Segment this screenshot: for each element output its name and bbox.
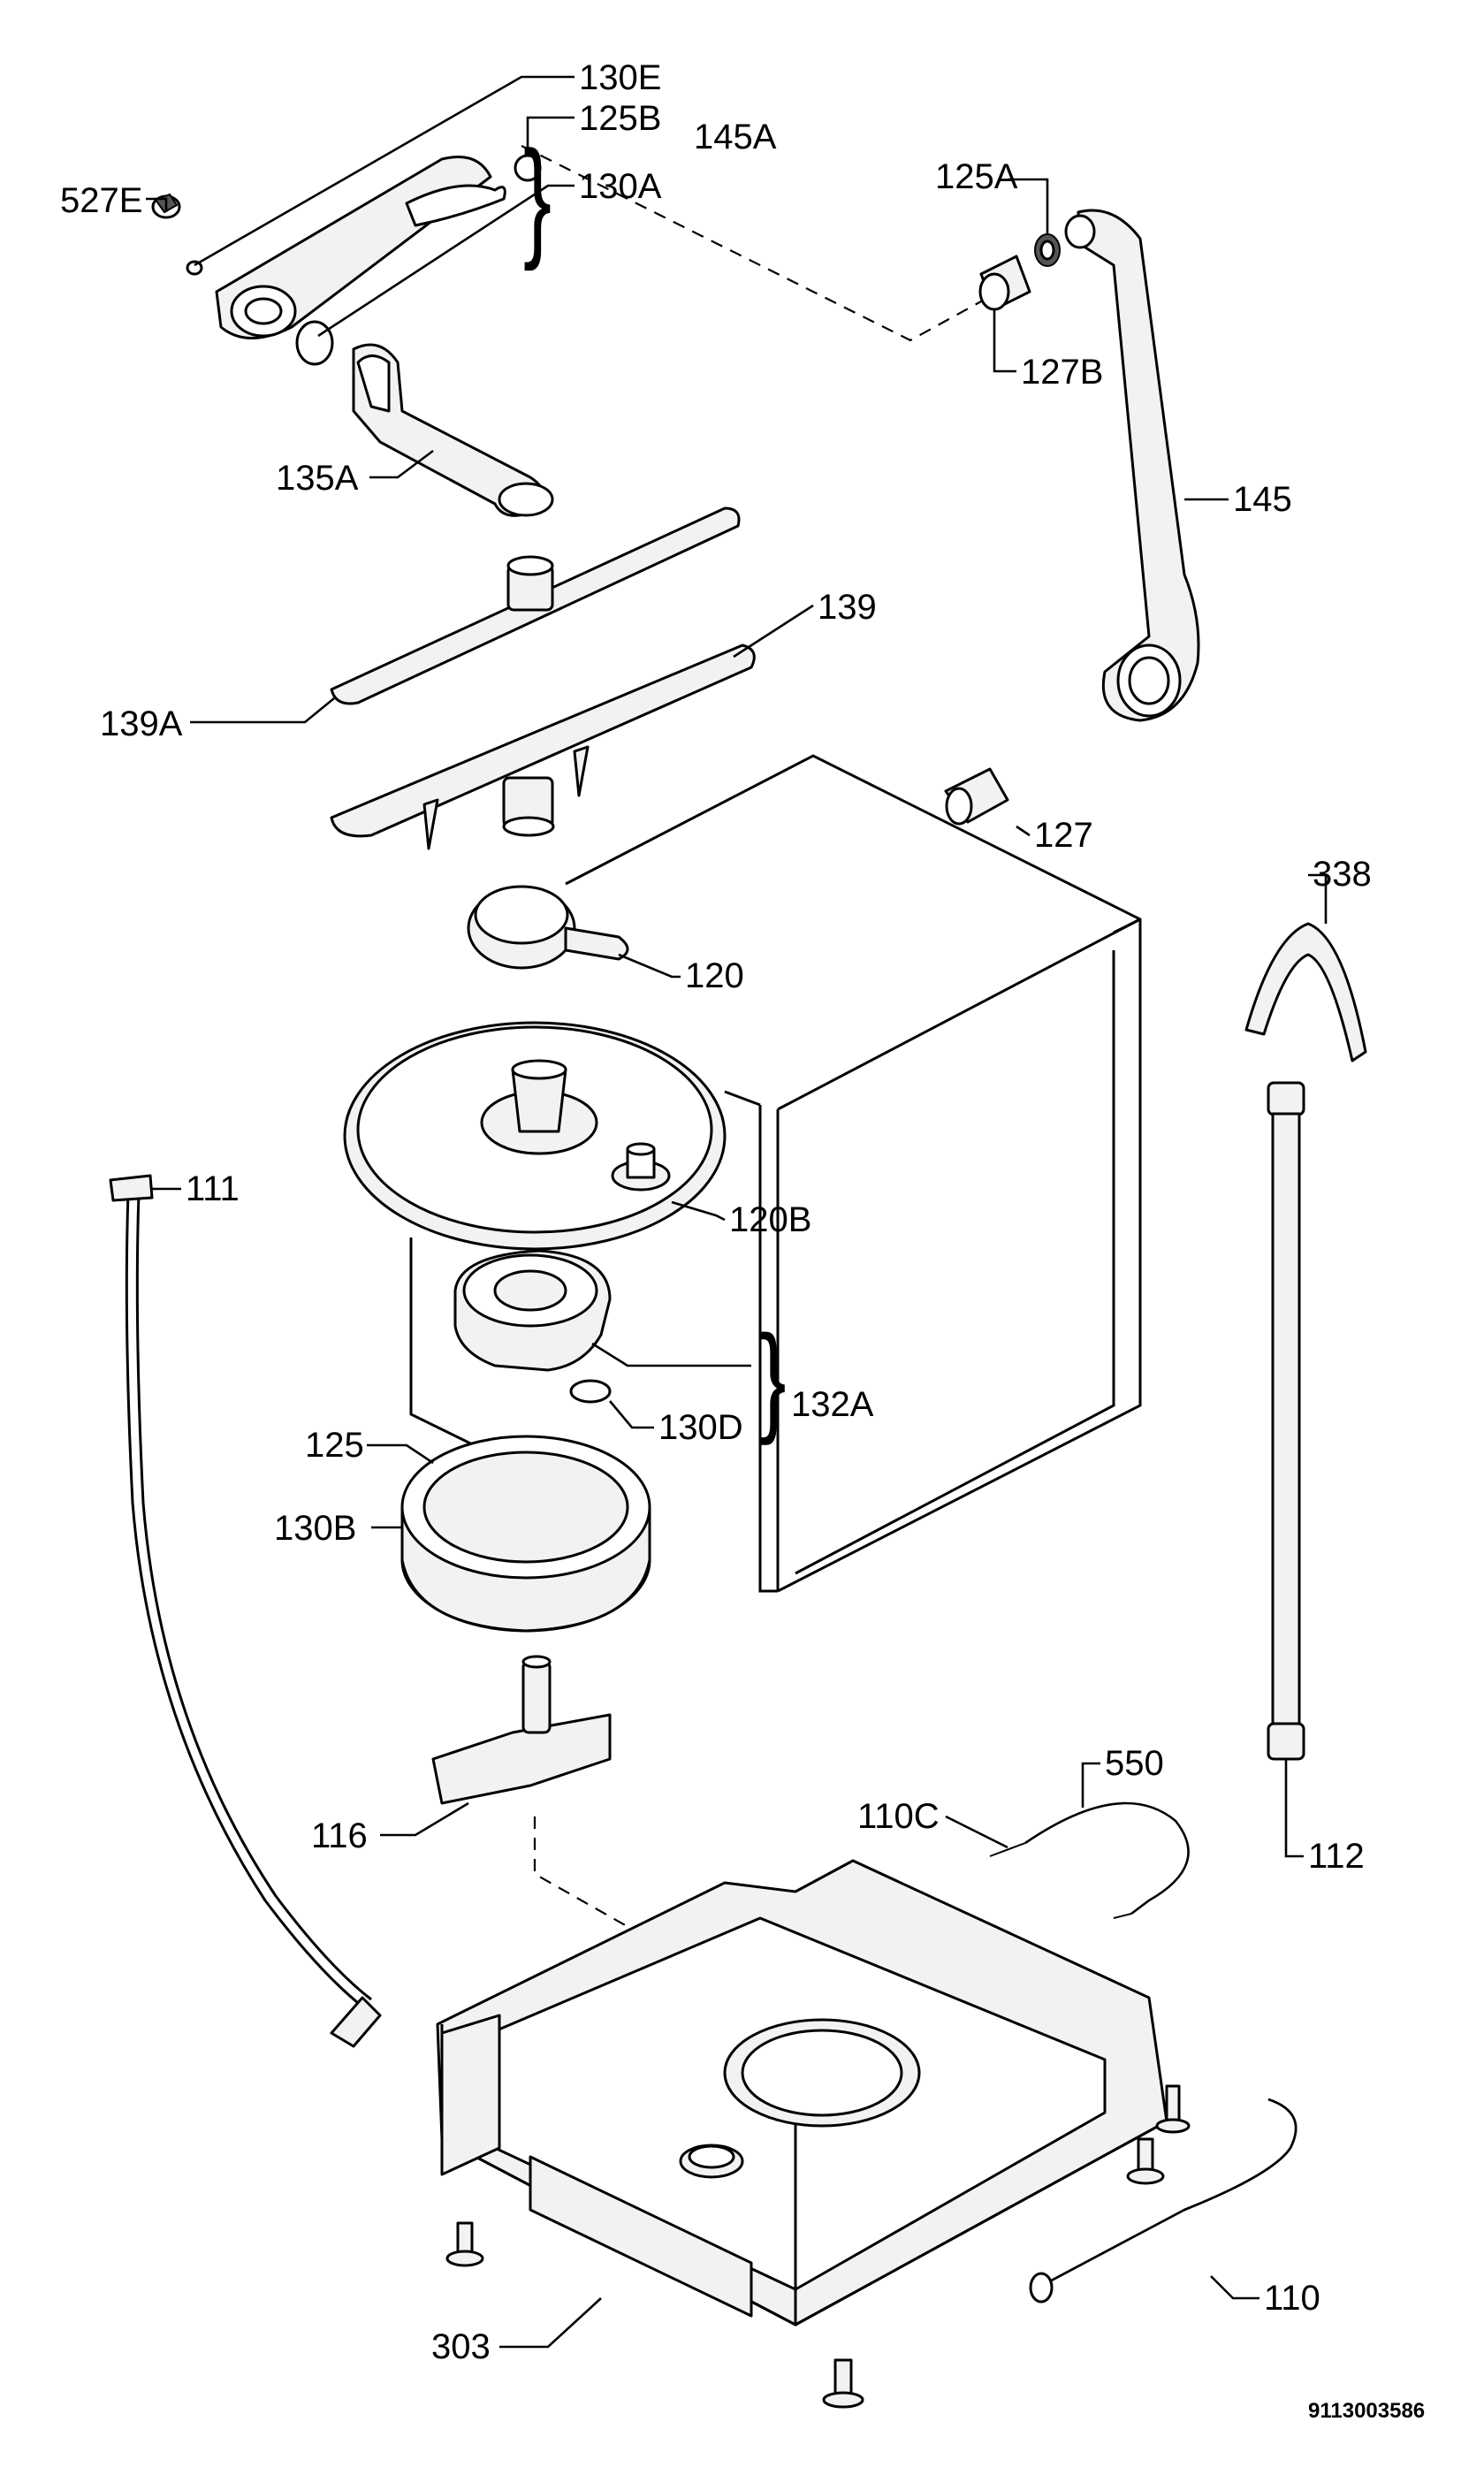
leader-303 [499,2297,602,2349]
assembly-dashed-line-top [521,145,1000,342]
cabinet-outline [409,754,1142,1593]
valve-116 [431,1655,612,1805]
corrugated-hose-112 [1267,1081,1305,1761]
label-139: 139 [818,588,877,627]
label-135a: 135A [276,459,359,498]
label-527e: 527E [60,181,142,220]
sump-ring-125-130b [400,1435,651,1633]
upper-spray-arm-145a [151,154,542,366]
label-125: 125 [305,1426,364,1465]
spray-arm-139 [330,644,756,850]
leader-110 [1210,2275,1259,2300]
leader-127 [1016,825,1031,837]
base-frame-303 [436,1859,1191,2409]
label-112: 112 [1308,1837,1365,1876]
label-550: 550 [1105,1744,1164,1783]
leader-127b [993,309,1016,373]
leader-338 [1308,873,1328,924]
inlet-hose-111 [109,1174,382,2048]
leader-132a [591,1342,751,1367]
filter-cap-120 [467,885,629,970]
leader-125b [526,116,575,155]
leader-550 [1081,1762,1100,1808]
leader-527e [146,197,168,212]
label-127b: 127B [1021,353,1103,392]
label-130e: 130E [579,58,661,97]
label-145a: 145A [694,118,777,156]
label-110c: 110C [857,1797,940,1836]
leader-125 [367,1443,434,1465]
label-116: 116 [311,1816,368,1855]
leader-112 [1284,1759,1304,1858]
label-130b: 130B [274,1509,356,1548]
brace-132a: } [760,1312,786,1446]
label-130d: 130D [658,1408,743,1447]
label-338: 338 [1313,855,1372,894]
leader-110c [945,1815,1008,1849]
label-110: 110 [1264,2279,1320,2318]
supply-pipe-145 [1064,209,1200,722]
document-number: 9113003586 [1308,2399,1425,2423]
pipe-135a [352,343,554,517]
leader-116 [380,1801,469,1837]
leader-139 [733,604,814,659]
hose-550 [989,1801,1190,1919]
leader-120 [618,953,681,979]
label-145: 145 [1233,480,1292,519]
label-132a: 132A [791,1385,874,1424]
leader-130e [194,75,575,267]
spray-arm-139a [330,506,741,705]
leader-139a [190,697,335,724]
leader-130d [609,1400,654,1429]
label-125b: 125B [579,99,661,138]
label-139a: 139A [100,704,183,743]
label-111: 111 [186,1169,240,1208]
pump-housing-132a [453,1249,612,1404]
leader-120b [671,1200,726,1222]
label-120: 120 [685,956,744,995]
label-127: 127 [1034,816,1093,855]
filter-plate-120b [343,1021,727,1251]
brace-145a: } [523,123,552,271]
clip-338 [1244,922,1367,1062]
leader-135a [369,449,434,479]
leader-130a [317,184,575,338]
fitting-127 [944,767,1009,826]
label-125a: 125A [935,157,1018,196]
drain-hose-110 [1029,2098,1298,2304]
label-120b: 120B [729,1200,811,1239]
label-303: 303 [431,2327,491,2366]
leader-125a [1008,178,1049,234]
label-130a: 130A [579,167,662,206]
nut-127b-seal-125a [978,233,1061,311]
